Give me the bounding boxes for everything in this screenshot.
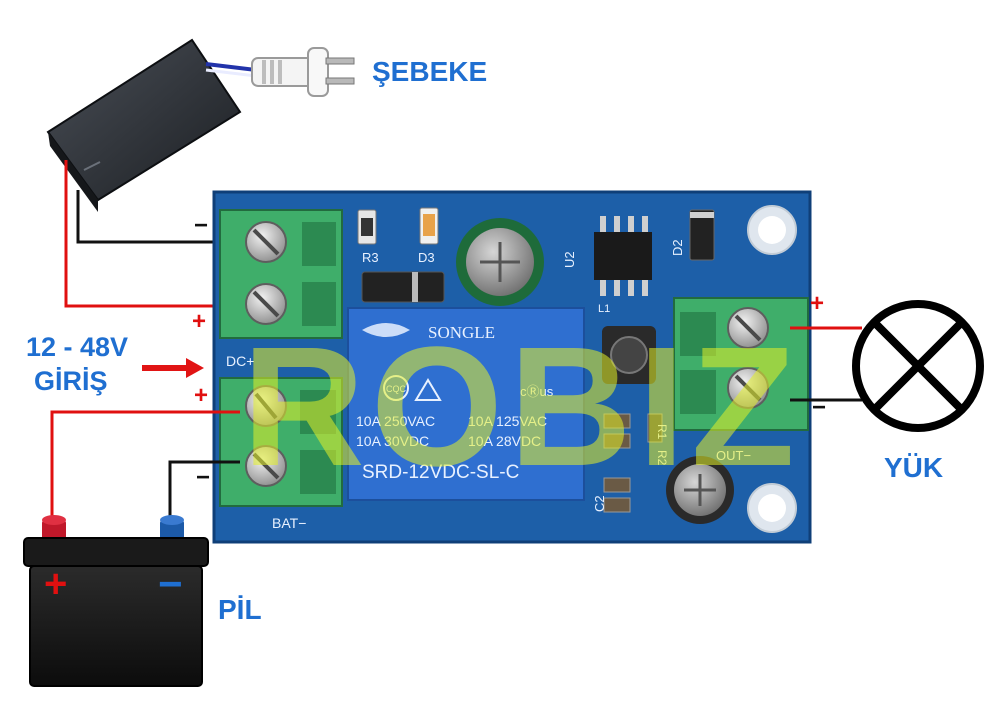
relay-row2-a: 10A 30VDC	[356, 433, 429, 449]
relay-row1-a: 10A 250VAC	[356, 413, 435, 429]
label-battery: PİL	[218, 594, 262, 625]
battery	[23, 515, 209, 687]
polarity-out-plus: +	[810, 290, 825, 317]
polarity-dc-minus: −	[194, 212, 209, 239]
label-r1: R1	[655, 424, 669, 440]
adapter-wires	[64, 160, 238, 308]
power-adapter	[46, 38, 242, 212]
label-out-minus: OUT−	[716, 448, 751, 463]
terminal-battery	[219, 377, 343, 507]
relay: SONGLE CQC cⓇus 10A 250VAC 10A 125VAC 10…	[347, 307, 585, 501]
watermark: ROBIZ	[242, 312, 801, 502]
polarity-bat-minus: −	[196, 464, 211, 491]
relay-model: SRD-12VDC-SL-C	[362, 462, 519, 483]
label-r2: R2	[655, 450, 669, 466]
label-d3: D3	[418, 250, 435, 265]
lamp-symbol	[852, 300, 984, 432]
label-load: YÜK	[884, 452, 944, 483]
battery-plus-sign: +	[44, 562, 68, 606]
relay-row1-b: 10A 125VAC	[468, 413, 547, 429]
battery-minus-sign: −	[158, 560, 183, 607]
label-d2: D2	[670, 239, 685, 256]
input-arrow	[142, 358, 204, 378]
relay-cqc: CQC	[386, 384, 407, 394]
label-u2: U2	[562, 251, 577, 268]
label-input-voltage: 12 - 48V	[26, 332, 129, 362]
label-bat-minus: BAT−	[272, 515, 306, 531]
label-input: GİRİŞ	[34, 366, 108, 396]
label-dc-plus: DC+	[226, 353, 254, 369]
label-mains: ŞEBEKE	[372, 56, 488, 87]
polarity-dc-plus: +	[192, 308, 207, 335]
polarity-out-minus: −	[812, 394, 827, 421]
relay-row2-b: 10A 28VDC	[468, 433, 541, 449]
label-l1: L1	[598, 303, 610, 315]
load-wires	[790, 326, 862, 402]
mains-cable	[205, 62, 257, 78]
label-c2: C2	[592, 495, 607, 512]
relay-ul: cⓇus	[520, 384, 554, 399]
polarity-bat-plus: +	[194, 382, 209, 409]
terminal-output	[673, 297, 809, 431]
mains-plug	[251, 47, 355, 97]
relay-brand: SONGLE	[428, 323, 495, 342]
terminal-dc-input	[219, 209, 343, 339]
label-r3: R3	[362, 250, 379, 265]
battery-wires	[50, 410, 240, 524]
